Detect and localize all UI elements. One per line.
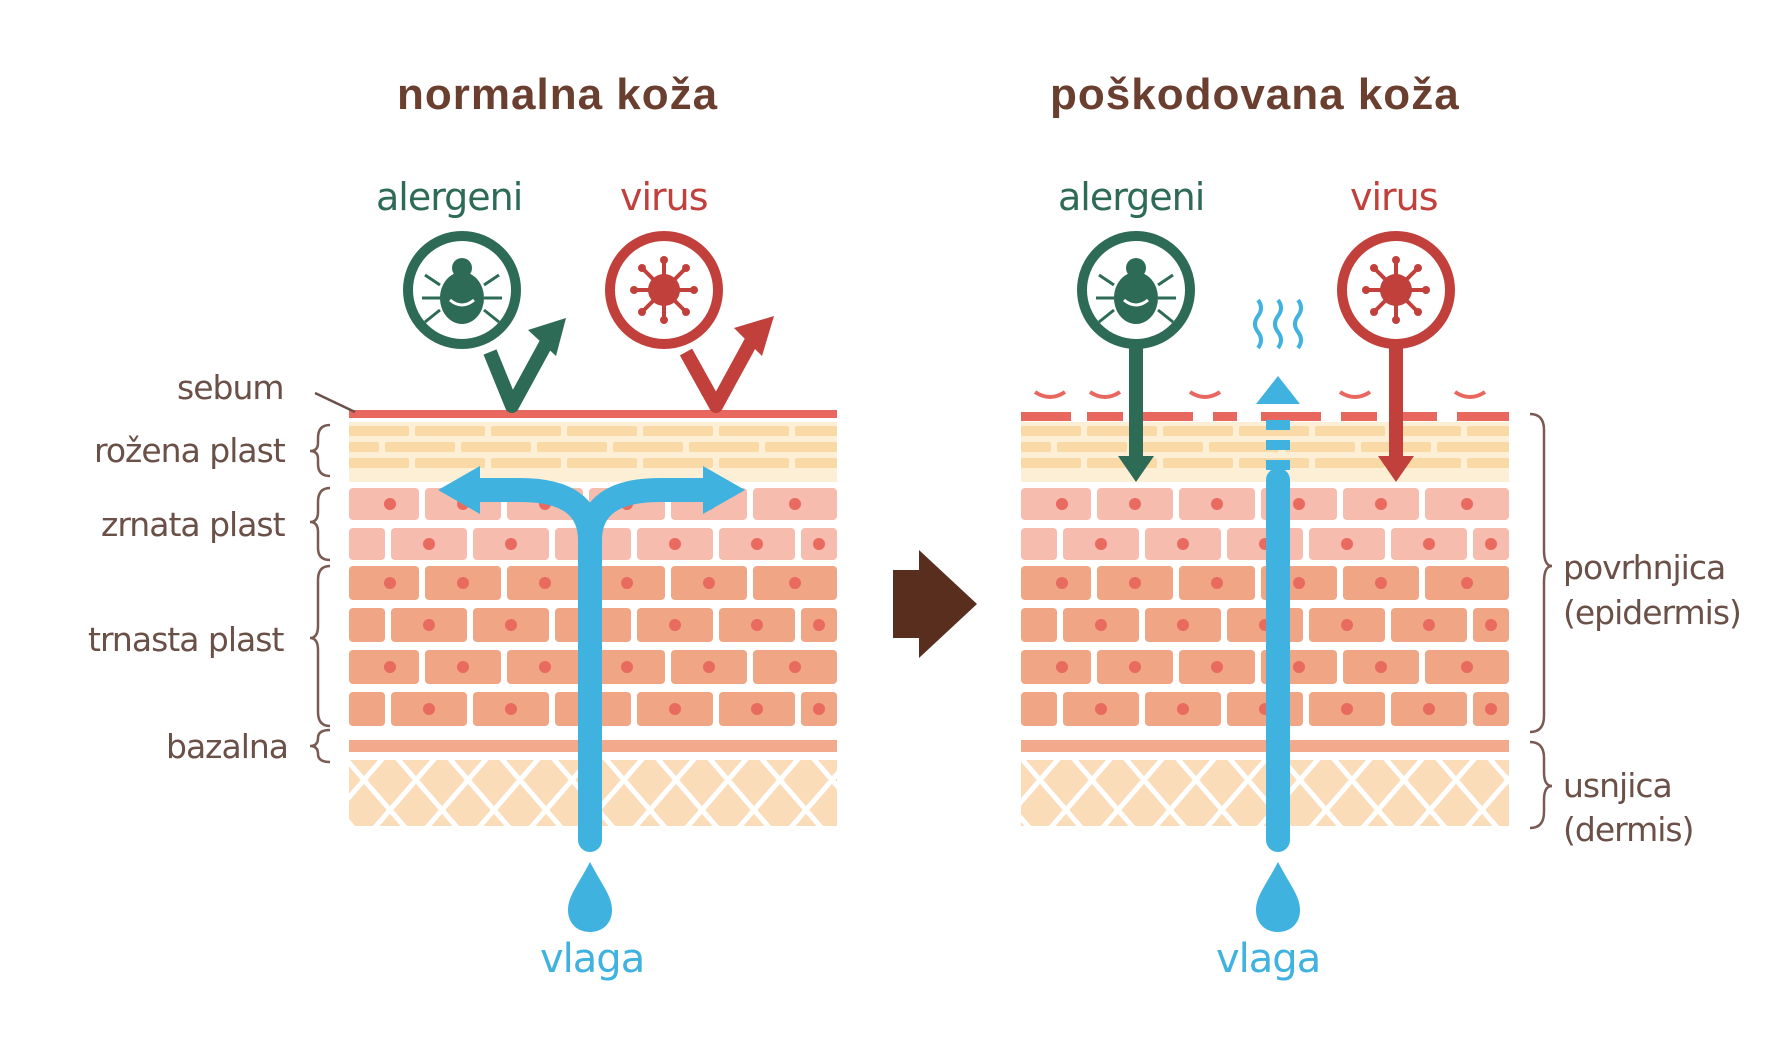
- normal-skin-section: [309, 231, 837, 932]
- droplet-icon: [568, 862, 612, 932]
- allergen-badge-left: [403, 231, 566, 413]
- damaged-skin-section: [1021, 231, 1553, 932]
- region-brackets-right: [1529, 412, 1553, 830]
- label-allergens-left: alergeni: [376, 175, 523, 219]
- layer-brackets-left: [309, 423, 331, 764]
- label-moisture-right: vlaga: [1216, 936, 1321, 982]
- granular-layer-right: [1021, 488, 1509, 560]
- label-epidermis-2: (epidermis): [1563, 593, 1742, 632]
- label-virus-right: virus: [1350, 175, 1439, 219]
- stratum-corneum-left: [349, 422, 837, 482]
- droplet-icon: [1256, 862, 1300, 932]
- label-allergens-right: alergeni: [1058, 175, 1205, 219]
- moisture-arrowhead-left-west: [438, 466, 480, 514]
- title-normal-skin: normalna koža: [397, 70, 719, 119]
- label-stratum-granulosum: zrnata plast: [101, 505, 286, 544]
- dermis-right: [1021, 760, 1509, 826]
- label-epidermis-1: povrhnjica: [1563, 548, 1726, 587]
- label-moisture-left: vlaga: [540, 936, 645, 982]
- sebum-layer-broken: [1021, 390, 1509, 421]
- label-dermis-1: usnjica: [1563, 766, 1673, 805]
- label-stratum-spinosum: trnasta plast: [88, 620, 284, 659]
- virus-badge-left: [605, 231, 774, 413]
- virus-badge-right: [1337, 231, 1455, 482]
- transition-arrow-icon: [893, 550, 977, 658]
- label-dermis-2: (dermis): [1563, 810, 1694, 849]
- label-virus-left: virus: [620, 175, 709, 219]
- sebum-layer-left: [349, 410, 837, 418]
- spinous-layer-right: [1021, 566, 1509, 726]
- label-sebum: sebum: [177, 368, 285, 407]
- basal-layer-right: [1021, 740, 1509, 752]
- allergen-badge-right: [1077, 231, 1195, 482]
- label-stratum-corneum: rožena plast: [94, 431, 286, 470]
- moisture-escape-right: [1253, 298, 1303, 852]
- sebum-pointer: [314, 391, 356, 414]
- label-stratum-basale: bazalna: [166, 727, 289, 766]
- title-damaged-skin: poškodovana koža: [1050, 70, 1460, 119]
- moisture-arrowhead-left-east: [703, 466, 745, 514]
- stratum-corneum-right: [1021, 422, 1509, 482]
- moisture-flow-left: [458, 478, 724, 852]
